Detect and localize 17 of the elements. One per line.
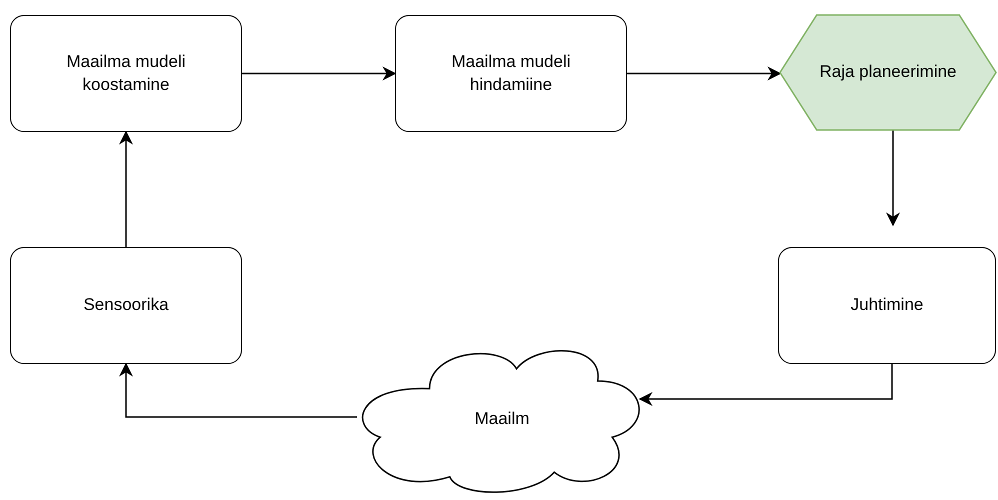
node-label: Raja planeerimine [818,61,958,84]
node-label: Maailma mudeli hindamiine [450,51,572,96]
arrow [638,364,893,406]
node-label: Sensoorika [82,294,170,316]
arrow [242,66,396,80]
arrow [886,130,900,226]
arrow [119,362,357,418]
arrow [627,66,782,80]
process-box [10,247,242,364]
node-label: Maailm [474,408,530,430]
node-label: Maailma mudeli koostamine [65,51,187,96]
process-box [10,15,242,132]
arrow [119,130,133,247]
process-box [395,15,627,132]
process-box [778,247,996,364]
node-label: Juhtimine [850,294,924,316]
hexagon-node [780,15,996,130]
